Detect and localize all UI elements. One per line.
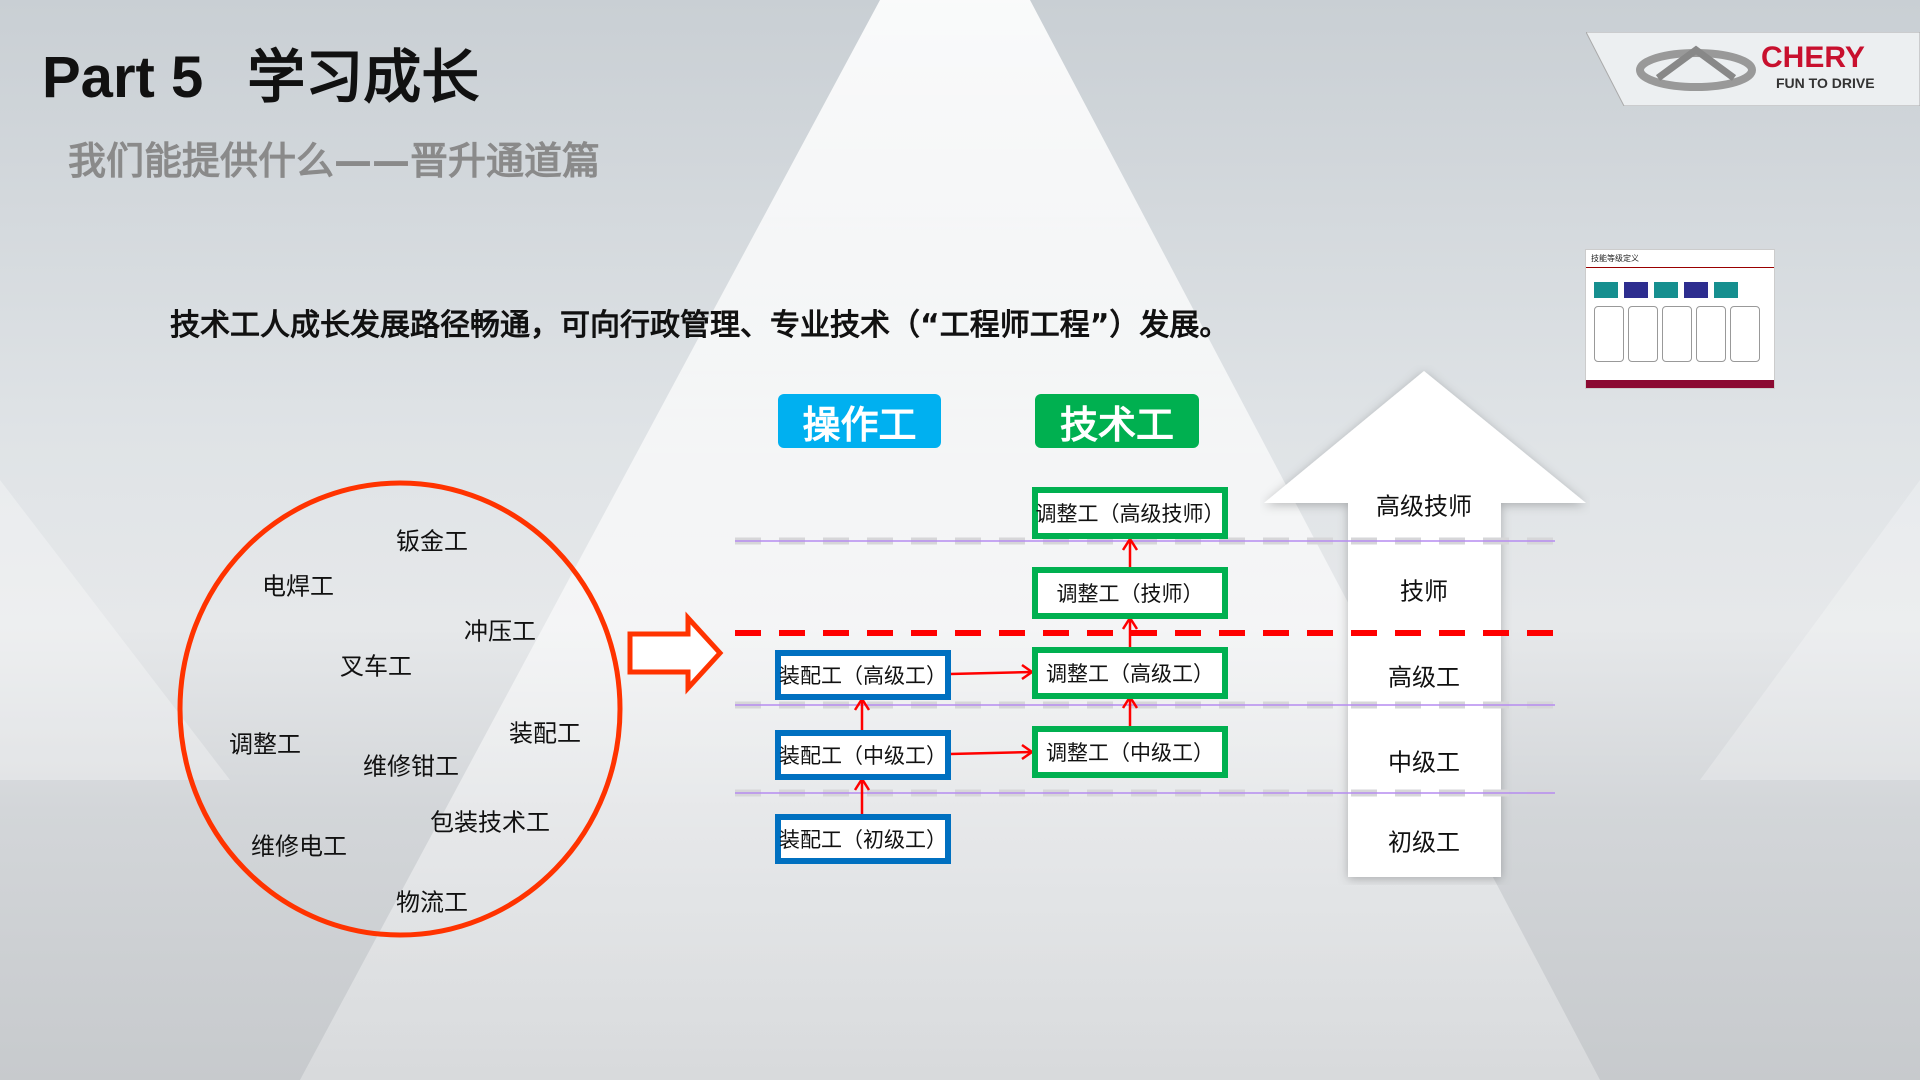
- technician-node-intermediate: 调整工（中级工）: [1032, 726, 1228, 778]
- operator-node-senior: 装配工（高级工）: [775, 650, 951, 700]
- level-label: 技师: [1400, 577, 1448, 606]
- circle-job: 冲压工: [464, 617, 536, 646]
- chery-logo: CHERY FUN TO DRIVE: [1585, 31, 1920, 107]
- circle-job: 维修钳工: [363, 752, 459, 781]
- circle-job: 装配工: [509, 719, 581, 748]
- part-number: Part 5: [42, 45, 204, 110]
- operator-node-junior: 装配工（初级工）: [775, 814, 951, 864]
- circle-job: 叉车工: [340, 652, 412, 681]
- logo-brand-text: CHERY: [1761, 41, 1865, 74]
- circle-job: 包装技术工: [430, 808, 550, 837]
- slide-thumbnail[interactable]: 技能等级定义: [1585, 249, 1775, 389]
- subtitle: 我们能提供什么——晋升通道篇: [68, 139, 601, 183]
- level-label: 高级技师: [1376, 492, 1472, 521]
- technician-node-senior: 调整工（高级工）: [1032, 647, 1228, 699]
- level-up-arrow: [1264, 371, 1586, 877]
- right-arrow-icon: [627, 611, 724, 695]
- technician-node-senior-technician: 调整工（高级技师）: [1032, 487, 1228, 539]
- circle-job: 物流工: [396, 888, 468, 917]
- page-title: Part 5 学习成长: [42, 30, 479, 114]
- circle-job: 钣金工: [396, 527, 468, 556]
- level-label: 初级工: [1388, 828, 1460, 857]
- intro-sentence: 技术工人成长发展路径畅通，可向行政管理、专业技术（“工程师工程”）发展。: [170, 308, 1230, 343]
- job-circle: [177, 480, 623, 938]
- thumbnail-title: 技能等级定义: [1586, 250, 1774, 268]
- operator-node-intermediate: 装配工（中级工）: [775, 730, 951, 780]
- header-technician: 技术工: [1035, 394, 1199, 448]
- level-label: 高级工: [1388, 663, 1460, 692]
- technician-node-technician: 调整工（技师）: [1032, 567, 1228, 619]
- part-heading: 学习成长: [247, 45, 480, 110]
- circle-job: 电焊工: [262, 572, 334, 601]
- circle-job: 调整工: [229, 730, 301, 759]
- circle-job: 维修电工: [251, 832, 347, 861]
- level-label: 中级工: [1388, 748, 1460, 777]
- svg-text:FUN TO DRIVE: FUN TO DRIVE: [1776, 75, 1875, 91]
- header-operator: 操作工: [778, 394, 941, 448]
